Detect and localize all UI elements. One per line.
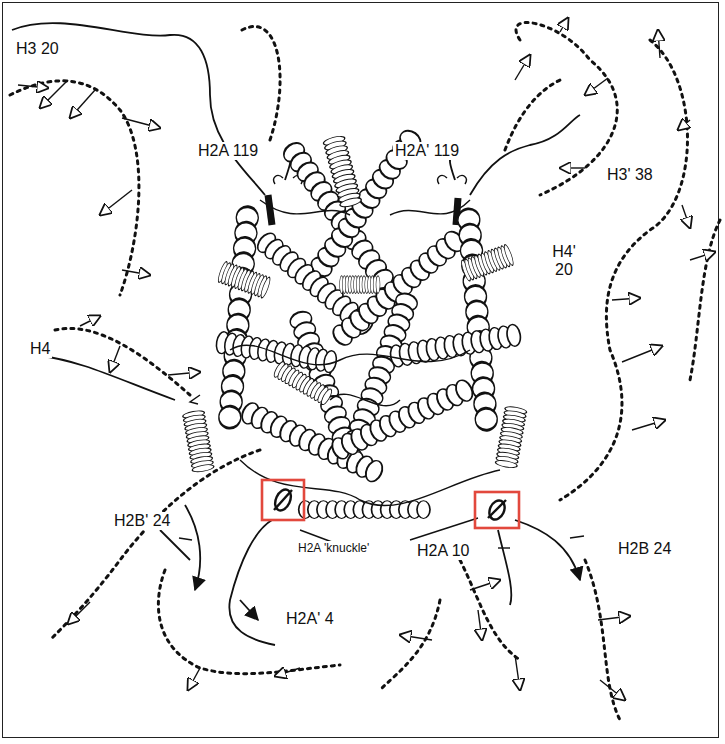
callout-label: H2A' 4 [284,610,336,628]
callout-label: H2A 10 [415,542,471,560]
callout-label: H2B' 24 [112,512,172,530]
callout-label: H2A 'knuckle' [296,541,371,555]
callout-label: H3 20 [14,40,61,58]
callout-label: H4' 20 [545,243,583,279]
callout-label: H4 [28,340,52,358]
callout-label: H2B 24 [616,540,673,558]
callout-label: H2A' 119 [393,142,461,160]
callout-label: H2A 119 [196,142,260,160]
callout-label: H3' 38 [605,166,655,184]
figure-frame [2,2,719,738]
